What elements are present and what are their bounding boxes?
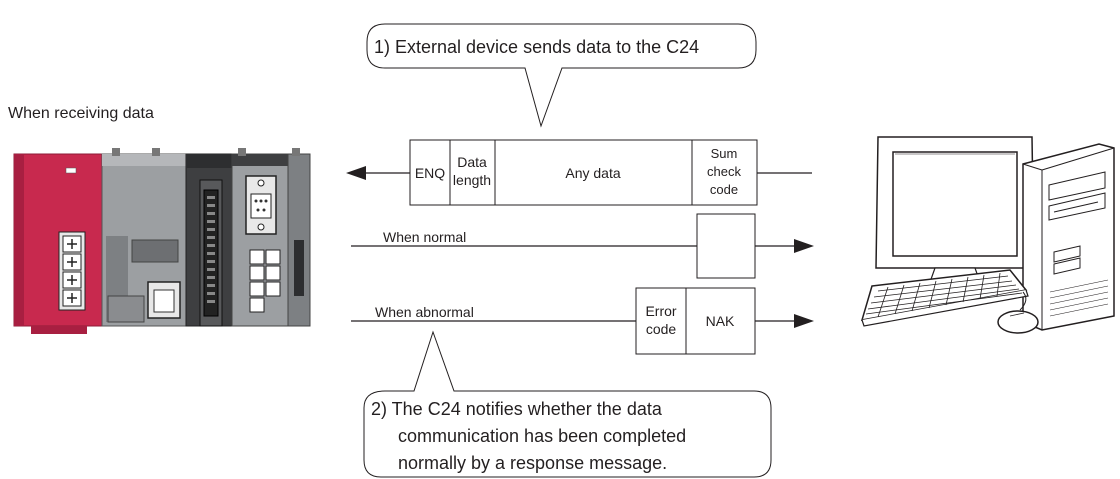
- bottom-callout-line3: normally by a response message.: [398, 453, 667, 473]
- bottom-callout-line2: communication has been completed: [398, 426, 686, 446]
- terminal-pins: [249, 249, 281, 313]
- normal-response-row: When normal: [351, 213, 814, 279]
- bottom-callout: 2) The C24 notifies whether the data com…: [363, 330, 772, 478]
- frame-data-length-line1: Data: [457, 154, 487, 170]
- top-callout-text: 1) External device sends data to the C24: [374, 37, 699, 57]
- frame-sum-check-line3: code: [710, 182, 738, 197]
- monitor-screen: [892, 151, 1018, 257]
- top-callout: 1) External device sends data to the C24: [366, 23, 757, 128]
- error-code-line1: Error: [645, 303, 676, 319]
- frame-sum-check-line2: check: [707, 164, 741, 179]
- frame-enq: ENQ: [415, 165, 445, 181]
- arrow-normal-to-computer: [794, 239, 814, 253]
- mouse: [997, 310, 1039, 334]
- page-label: When receiving data: [8, 105, 154, 122]
- nak-label: NAK: [706, 313, 735, 329]
- error-code-line2: code: [646, 321, 677, 337]
- plc-illustration: [13, 148, 311, 334]
- frame-data-length-line2: length: [453, 172, 491, 188]
- pc-tower: [1022, 143, 1115, 331]
- bottom-callout-line1: 2) The C24 notifies whether the data: [371, 399, 663, 419]
- when-normal-label: When normal: [383, 229, 466, 245]
- abnormal-response-row: Error code NAK When abnormal: [351, 287, 814, 355]
- arrow-abnormal-to-computer: [794, 314, 814, 328]
- computer-illustration: [860, 136, 1115, 334]
- when-abnormal-label: When abnormal: [375, 304, 474, 320]
- frame-sum-check-line1: Sum: [711, 146, 738, 161]
- normal-response-box: [696, 213, 756, 279]
- arrow-to-plc: [346, 166, 366, 180]
- frame-any-data: Any data: [565, 165, 620, 181]
- power-supply-module: [13, 153, 103, 327]
- transmit-frame: ENQ Data length Any data Sum check code: [346, 139, 812, 206]
